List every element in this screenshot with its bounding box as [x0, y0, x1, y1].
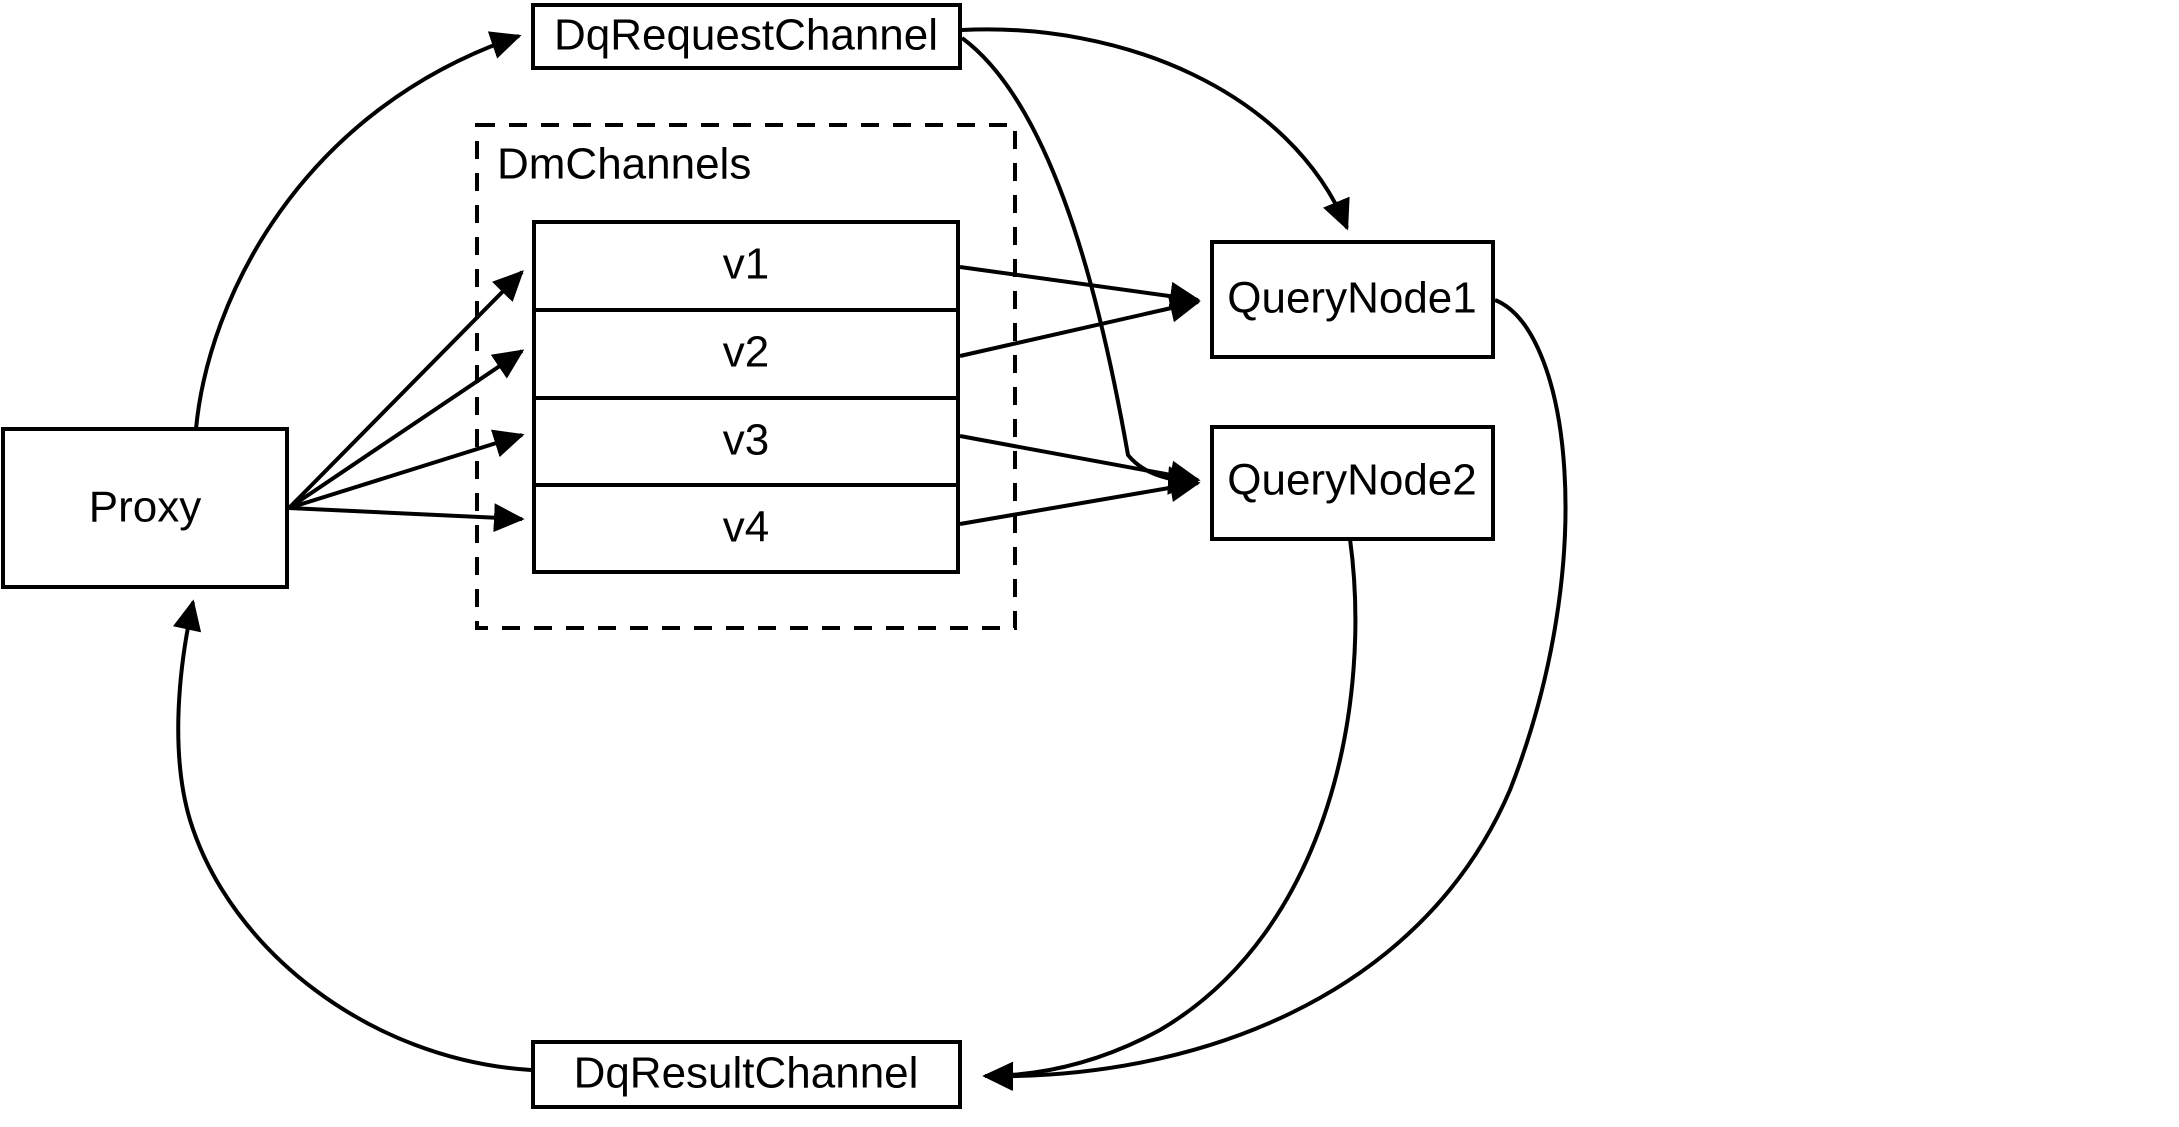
proxy-box[interactable]: [1, 427, 289, 589]
edge-proxy-to-v4: [288, 503, 525, 533]
edge-v4-to-querynode2: [959, 473, 1201, 526]
channel-label-v1: v1: [723, 240, 769, 289]
edge-proxy-to-v2: [287, 349, 525, 510]
edge-proxy-to-dqrequestchannel: [194, 31, 522, 430]
edge-v2-to-querynode1: [959, 294, 1201, 358]
proxy-label: Proxy: [89, 483, 201, 532]
edge-dqrequestchannel-to-querynode2: [960, 36, 1199, 495]
querynode2-box[interactable]: [1210, 425, 1495, 541]
querynode1-label: QueryNode1: [1227, 274, 1476, 323]
dmchannels-group-label: DmChannels: [497, 140, 751, 189]
dmchannels-group-box: [475, 123, 1017, 630]
querynode2-label: QueryNode2: [1227, 456, 1476, 505]
edge-v3-to-querynode2: [959, 434, 1201, 490]
channel-label-v4: v4: [723, 503, 769, 552]
dqrequestchannel-label: DqRequestChannel: [554, 11, 938, 60]
dqresultchannel-label: DqResultChannel: [574, 1049, 919, 1098]
dqrequestchannel-box[interactable]: [531, 3, 962, 70]
querynode1-box[interactable]: [1210, 240, 1495, 359]
edge-querynode1-to-dqresultchannel: [982, 298, 1568, 1091]
edge-dqrequestchannel-to-querynode1: [961, 27, 1350, 231]
edge-v1-to-querynode1: [959, 265, 1201, 311]
channel-label-v3: v3: [723, 416, 769, 465]
edge-proxy-to-v1: [287, 270, 524, 510]
channel-label-v2: v2: [723, 328, 769, 377]
edge-proxy-to-v3: [288, 429, 525, 510]
dqresultchannel-box[interactable]: [531, 1040, 962, 1109]
edge-dqresultchannel-to-proxy: [172, 599, 532, 1072]
edge-querynode2-to-dqresultchannel: [982, 538, 1358, 1091]
